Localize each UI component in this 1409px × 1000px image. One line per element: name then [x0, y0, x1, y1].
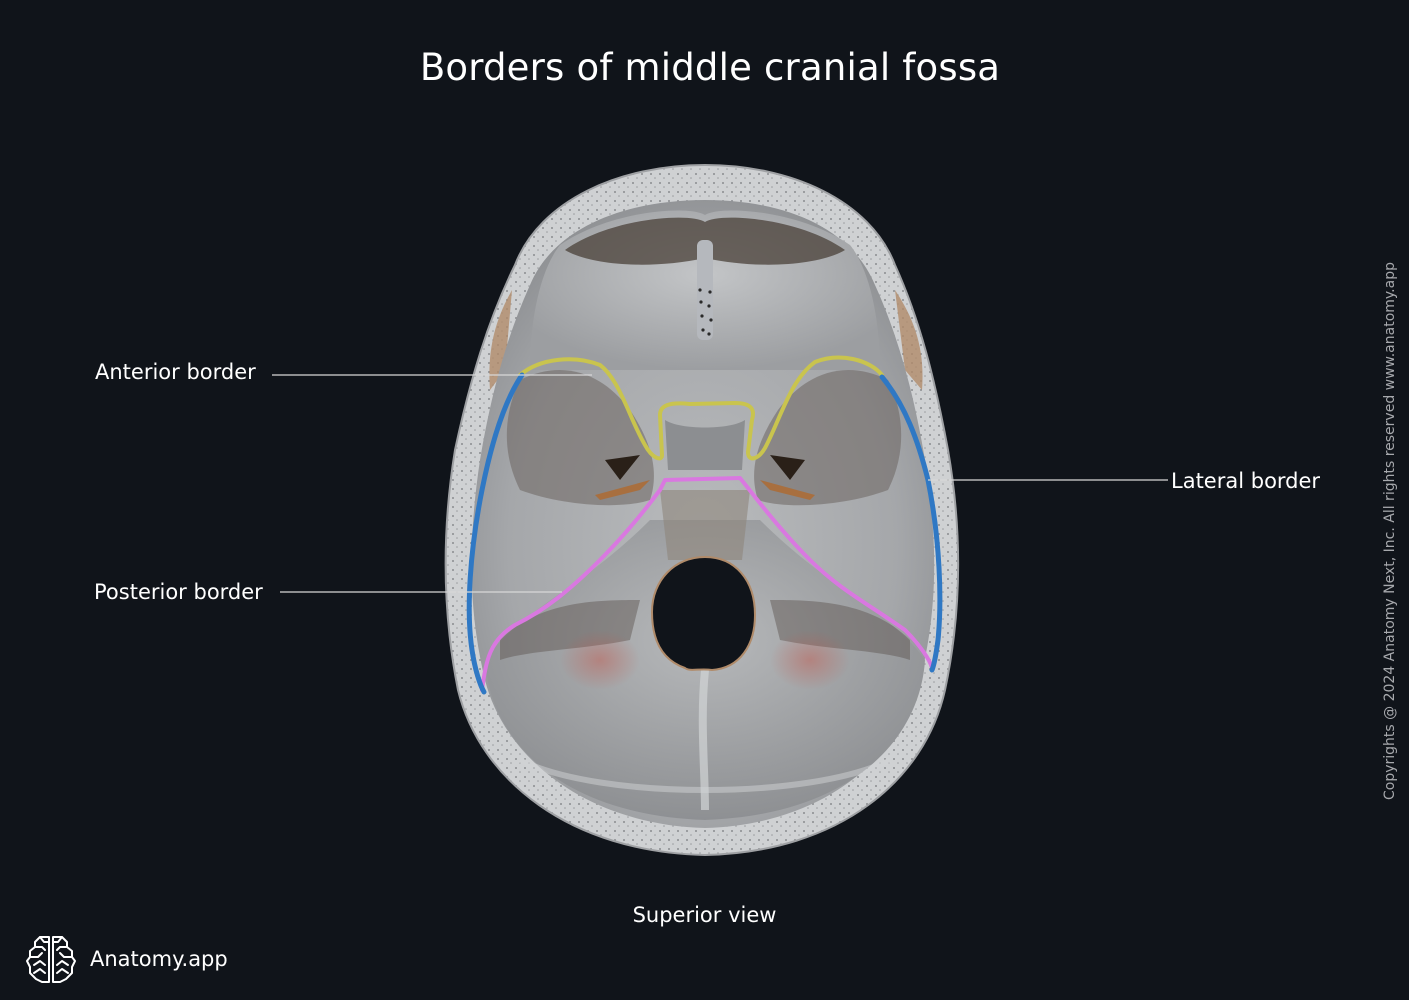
- posterior-border-label: Posterior border: [94, 580, 263, 604]
- brain-icon: [26, 936, 76, 983]
- view-caption: Superior view: [632, 903, 777, 927]
- copyright-notice: Copyrights @ 2024 Anatomy Next, Inc. All…: [1382, 262, 1398, 800]
- page-title: Borders of middle cranial fossa: [419, 46, 1001, 89]
- anterior-border-line: [518, 355, 884, 461]
- lateral-border-line-right: [879, 374, 943, 673]
- anterior-border-label: Anterior border: [95, 360, 256, 384]
- brand-name: Anatomy.app: [90, 947, 228, 971]
- lateral-border-label: Lateral border: [1171, 469, 1321, 493]
- posterior-border-line: [480, 476, 934, 692]
- brand: Anatomy.app: [24, 933, 228, 985]
- foramen-magnum: [650, 555, 757, 672]
- lateral-border-line-left: [466, 372, 525, 695]
